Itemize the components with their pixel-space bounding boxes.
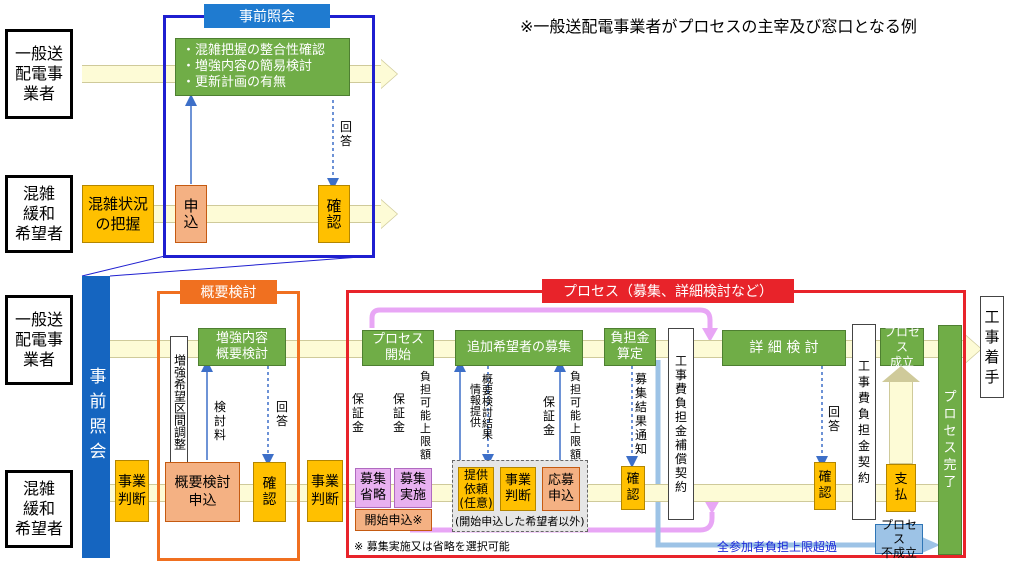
overview-decision-box: 事業 判断 (115, 460, 149, 522)
prior-inquiry-bar: 事前照会 (82, 276, 110, 558)
offer-request-box: 提供 依頼 (任意) (458, 467, 494, 511)
recruit-conduct-box: 募集 実施 (394, 468, 432, 508)
congestion-situation-box: 混雑状況 の把握 (82, 185, 154, 243)
process-footnote: ※ 募集実施又は省略を選択可能 (354, 540, 510, 553)
limit-label-2: 負 担 可 能 上 限 額 (570, 370, 581, 461)
payment-up-arrow (889, 380, 913, 464)
process-confirm-box: 確 認 (621, 466, 645, 510)
actor-applicant-bottom: 混雑 緩和 希望者 (5, 470, 73, 548)
top-note: ※一般送配電事業者がプロセスの主宰及び窓口となる例 (520, 17, 917, 36)
construction-start-box: 工 事 着 手 (980, 296, 1004, 398)
overview-answer-label: 回 答 (276, 400, 289, 428)
burden-calc-box: 負担金 算定 (604, 328, 656, 366)
actor-tso-top: 一般送 配電事 業者 (5, 29, 73, 119)
prior-answer-label: 回 答 (340, 120, 353, 148)
limit-label-1: 負 担 可 能 上 限 額 (420, 370, 431, 461)
prior-inquiry-title: 事前照会 (204, 4, 330, 28)
payment-up-arrowhead (882, 366, 920, 382)
overview-confirm-box: 確 認 (253, 462, 286, 522)
result-notice-label: 募 集 結 果 通 知 (635, 372, 648, 456)
overview-apply-box: 概要検討 申込 (165, 462, 240, 522)
except-note: (開始申込した希望者以外) (455, 515, 585, 528)
prior-inquiry-check-box: ・混雑把握の整合性確認 ・増強内容の簡易検討 ・更新計画の有無 (175, 38, 350, 96)
recruit-omit-box: 募集 省略 (355, 468, 391, 508)
burden-contract-box: 工 事 費 負 担 金 契 約 (852, 324, 876, 520)
process-start-box: プロセス 開始 (362, 330, 434, 366)
detail-answer-label: 回 答 (828, 405, 841, 433)
deposit-label-2: 保 証 金 (393, 392, 406, 434)
deposit-label-1: 保 証 金 (352, 392, 365, 434)
process-decision2-box: 事業 判断 (500, 467, 536, 511)
overview-title: 概要検討 (180, 280, 277, 304)
overview-fee-label: 検 討 料 (214, 400, 227, 442)
adjust-section-box: 増強希望区間調整 (170, 336, 188, 468)
detailed-study-box: 詳 細 検 討 (722, 330, 846, 366)
payment-box: 支 払 (886, 464, 916, 512)
compensation-contract-box: 工 事 費 負 担 金 補 償 契 約 (668, 328, 694, 520)
offer-apply-box: 応募 申込 (542, 467, 580, 511)
lane-applicant-top-arrowhead (381, 200, 397, 228)
process-title: プロセス（募集、詳細検討など） (542, 279, 794, 303)
exceed-label: 全参加者負担上限超過 (717, 540, 838, 554)
connector-line-right (109, 255, 374, 277)
connector-line-left (81, 255, 166, 277)
lane-tso-top-arrowhead (381, 60, 397, 88)
recruit-additional-box: 追加希望者の募集 (455, 330, 583, 366)
process-complete-box: プ ロ セ ス 完 了 (938, 325, 962, 555)
process-failed-box: プロセス 不成立 (875, 518, 923, 560)
lane-tso-bottom-arrowhead (965, 335, 981, 363)
prior-apply-box: 申 込 (175, 185, 207, 243)
info-provide-label: 情 報 提 供 (470, 383, 481, 429)
process-decision-box: 事業 判断 (307, 460, 343, 522)
summary-result-label: 概 要 検 討 結 果 (482, 373, 493, 441)
process-established-box: プロセス 成立 (880, 325, 924, 369)
start-apply-box: 開始申込※ (355, 509, 432, 531)
actor-applicant-top: 混雑 緩和 希望者 (5, 175, 73, 253)
deposit-label-3: 保 証 金 (543, 395, 556, 437)
prior-confirm-box: 確 認 (318, 185, 350, 243)
detail-confirm-box: 確 認 (814, 462, 836, 510)
actor-tso-bottom: 一般送 配電事 業者 (5, 295, 73, 385)
overview-study-box: 増強内容 概要検討 (198, 328, 286, 366)
lane-applicant-top (82, 205, 382, 223)
